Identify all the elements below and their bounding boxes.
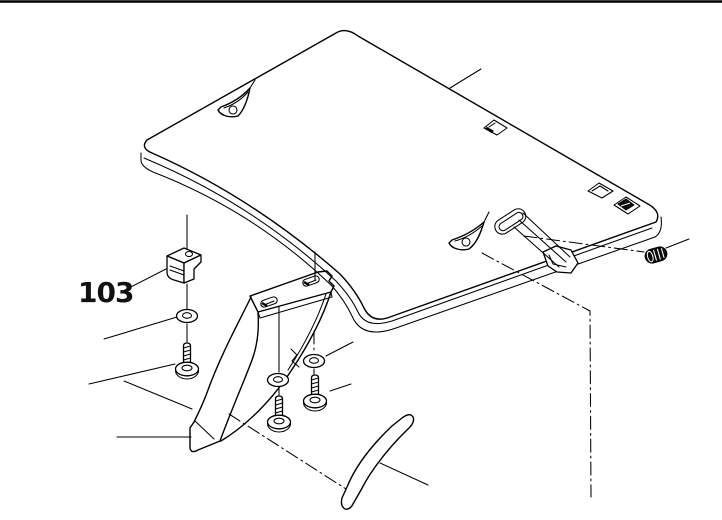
support-bracket — [189, 270, 335, 453]
clip-slit — [169, 265, 185, 276]
centerlines — [186, 214, 645, 498]
panel-edge-bottomline — [140, 152, 662, 333]
leader-set-screw — [665, 238, 690, 249]
slot-right-lower — [613, 196, 641, 215]
slot-right-upper — [587, 182, 614, 199]
washer-1 — [175, 308, 199, 324]
bracket-flange-edge — [257, 291, 333, 319]
corner-hook-left — [217, 79, 256, 118]
callout-103-label: 103 — [78, 276, 133, 309]
screw-2 — [266, 395, 292, 433]
edge-notch — [542, 245, 579, 274]
bracket-flange — [249, 270, 335, 313]
leader-panel — [449, 68, 482, 89]
leader-screw-3 — [329, 383, 352, 392]
bracket-foot-fold — [194, 420, 215, 440]
centerline-latch-drop — [481, 252, 592, 498]
leader-wear-strip — [379, 462, 429, 486]
leader-washer-3 — [325, 341, 354, 357]
clip-hole — [184, 250, 194, 258]
bracket-flange-slot-right — [302, 275, 320, 287]
set-screw — [644, 246, 668, 264]
corner-hook-right — [448, 211, 490, 251]
wear-strip — [340, 414, 415, 510]
centerline-set-screw — [523, 235, 645, 253]
leader-washer-1 — [103, 316, 178, 340]
leader-bracket-edge — [123, 380, 193, 410]
leader-clip-103 — [122, 268, 167, 292]
screw-1 — [174, 342, 200, 380]
bracket-leg-inner — [219, 312, 260, 442]
washer-3 — [302, 353, 326, 369]
screw-3 — [302, 374, 328, 412]
washer-2 — [266, 372, 290, 388]
latch-lever — [494, 208, 571, 268]
bracket-leg-right — [220, 291, 332, 442]
bracket-detail-zigzag — [290, 348, 300, 368]
axis-bracket-right-column — [313, 251, 316, 375]
clip-nut — [166, 247, 202, 284]
panel-top-surface — [143, 29, 659, 320]
cover-panel — [140, 29, 662, 333]
bracket-foot — [189, 421, 221, 453]
leader-screw-1 — [88, 363, 176, 385]
bracket-leg-outer — [193, 296, 252, 423]
slot-top — [483, 119, 508, 136]
leader-lines — [88, 68, 690, 486]
clip-front-face — [166, 255, 185, 284]
centerline-bracket-strip — [228, 413, 347, 490]
bracket-flange-slot-left — [260, 296, 278, 308]
panel-edge-midline — [143, 157, 653, 325]
